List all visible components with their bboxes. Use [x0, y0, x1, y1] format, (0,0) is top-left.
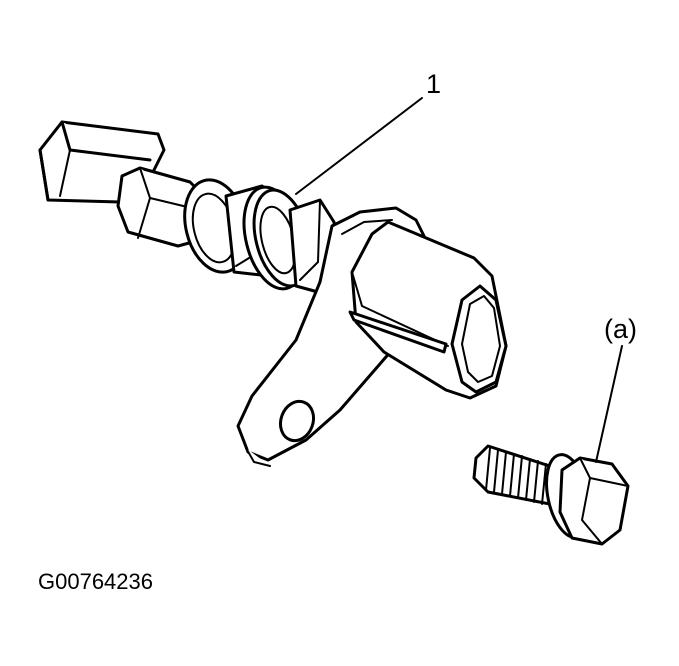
sensor-tip [38, 120, 166, 204]
leader-line-part-1 [295, 97, 423, 195]
connector-housing [348, 220, 508, 400]
leader-line-part-a [595, 345, 623, 463]
callout-label-part-a: (a) [604, 314, 637, 344]
figure-id-label: G00764236 [38, 569, 153, 594]
callout-label-part-1: 1 [426, 69, 442, 99]
flange-bolt [472, 444, 630, 546]
